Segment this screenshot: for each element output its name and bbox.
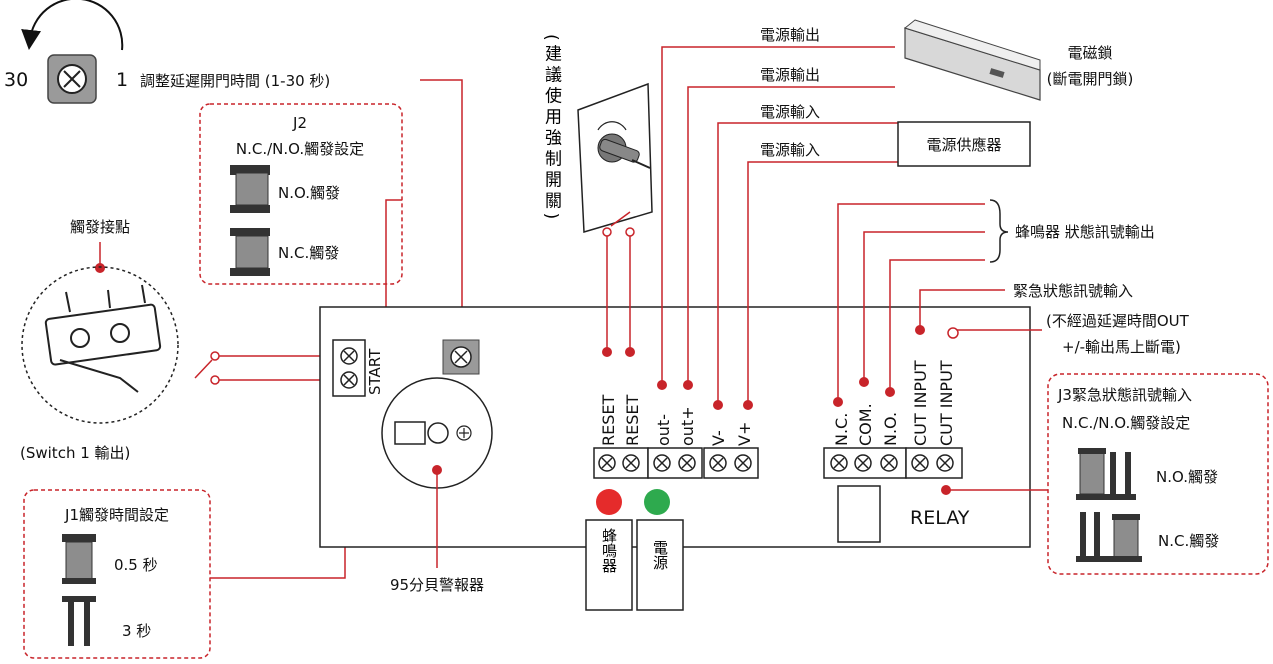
terminal-reset-2: RESET [623, 395, 642, 446]
v-plus-wire [747, 161, 898, 405]
pot-rotation-arrow [21, 0, 124, 51]
pot-knob-icon[interactable] [47, 54, 97, 104]
j1-title: J1觸發時間設定 [64, 506, 169, 524]
emergency-input-label: 緊急狀態訊號輸入 [1013, 282, 1133, 300]
j2-box [199, 103, 403, 285]
key-switch-label: (建議使用強制開關) [541, 34, 561, 224]
power-supply-label: 電源供應器 [926, 136, 1001, 154]
j1-opt2: 3 秒 [122, 622, 151, 640]
output-label-1: 電源輸出 [760, 26, 820, 44]
relay-label: RELAY [910, 507, 970, 529]
terminal-out-minus: out- [654, 414, 673, 446]
pot-max-label: 1 [116, 69, 128, 91]
no-wire [889, 259, 985, 392]
power-label: 電源 [651, 540, 669, 570]
trigger-wire-dot [95, 263, 105, 273]
terminal-cut-input-1: CUT INPUT [911, 360, 930, 446]
terminal-cut-input-2: CUT INPUT [937, 360, 956, 446]
pot-wire [420, 79, 463, 325]
terminal-block-left [593, 447, 759, 479]
j3-title: J3緊急狀態訊號輸入 [1057, 386, 1192, 404]
relay-icon [837, 485, 881, 543]
j1-opt1: 0.5 秒 [114, 556, 158, 574]
buzzer-brace [989, 199, 1009, 263]
note-line-2: +/-輸出馬上斷電) [1062, 338, 1181, 356]
cut-input-wire [919, 289, 1005, 330]
start-label: START [366, 348, 384, 395]
j3-nc-label: N.C.觸發 [1158, 532, 1219, 550]
led-red-icon [596, 489, 622, 515]
pot-description: 調整延遲開門時間 (1-30 秒) [140, 72, 330, 90]
input-label-2: 電源輸入 [760, 141, 820, 159]
j3-nc-jumper-icon [1076, 512, 1142, 562]
note-line-1: (不經過延遲時間OUT [1046, 312, 1190, 330]
j2-nc-jumper-icon [230, 228, 270, 276]
out-plus-wire [687, 86, 895, 385]
terminal-reset-1: RESET [599, 395, 618, 446]
input-label-1: 電源輸入 [760, 103, 820, 121]
j3-box [1047, 373, 1269, 575]
j2-nc-label: N.C.觸發 [278, 244, 339, 262]
terminal-v-plus: V+ [735, 422, 754, 446]
board-pot-icon[interactable] [442, 339, 480, 375]
j3-no-jumper-icon [1076, 448, 1136, 500]
start-terminal-block [332, 339, 366, 397]
siren-icon [381, 377, 493, 489]
j2-no-label: N.O.觸發 [278, 184, 340, 202]
terminal-com: COM. [856, 403, 875, 446]
j1-jumper-05-icon [62, 534, 96, 584]
pot-min-label: 30 [4, 69, 28, 91]
lock-label-2: (斷電開門鎖) [1047, 70, 1134, 88]
key-switch-icon [577, 82, 653, 233]
trigger-title: 觸發接點 [70, 218, 130, 236]
j1-jumper-3s-icon [62, 596, 96, 646]
buzzer-status-label: 蜂鳴器 狀態訊號輸出 [1015, 223, 1155, 241]
j2-no-jumper-icon [230, 165, 270, 213]
buzzer-label: 蜂鳴器 [600, 528, 618, 573]
nc-wire [837, 203, 985, 402]
com-wire [863, 231, 985, 382]
terminal-no: N.O. [881, 412, 900, 446]
j3-subtitle: N.C./N.O.觸發設定 [1062, 414, 1190, 432]
siren-label: 95分貝警報器 [390, 576, 484, 594]
v-minus-wire [717, 122, 898, 405]
j3-no-label: N.O.觸發 [1156, 468, 1218, 486]
buzzer-label-box [585, 519, 633, 611]
power-label-box [636, 519, 684, 611]
terminal-out-plus: out+ [678, 406, 697, 446]
j1-box [23, 489, 211, 659]
terminal-labels: RESET RESET out- out+ V- V+ N.C. COM. N.… [599, 360, 956, 446]
terminal-v-minus: V- [709, 430, 728, 446]
microswitch-icon [44, 284, 162, 393]
j2-title: J2 [292, 114, 307, 132]
out-minus-wire [661, 46, 895, 385]
output-label-2: 電源輸出 [760, 66, 820, 84]
microswitch-zoom-circle [21, 266, 179, 424]
led-green-icon [644, 489, 670, 515]
terminal-block-right [823, 447, 963, 479]
j2-subtitle: N.C./N.O.觸發設定 [236, 140, 364, 158]
switch-label: (Switch 1 輸出) [20, 444, 130, 462]
lock-label-1: 電磁鎖 [1067, 44, 1112, 62]
terminal-nc: N.C. [832, 413, 851, 446]
power-supply-box [897, 121, 1031, 167]
j2-wire [385, 199, 402, 357]
magnetic-lock-icon [903, 19, 1041, 101]
